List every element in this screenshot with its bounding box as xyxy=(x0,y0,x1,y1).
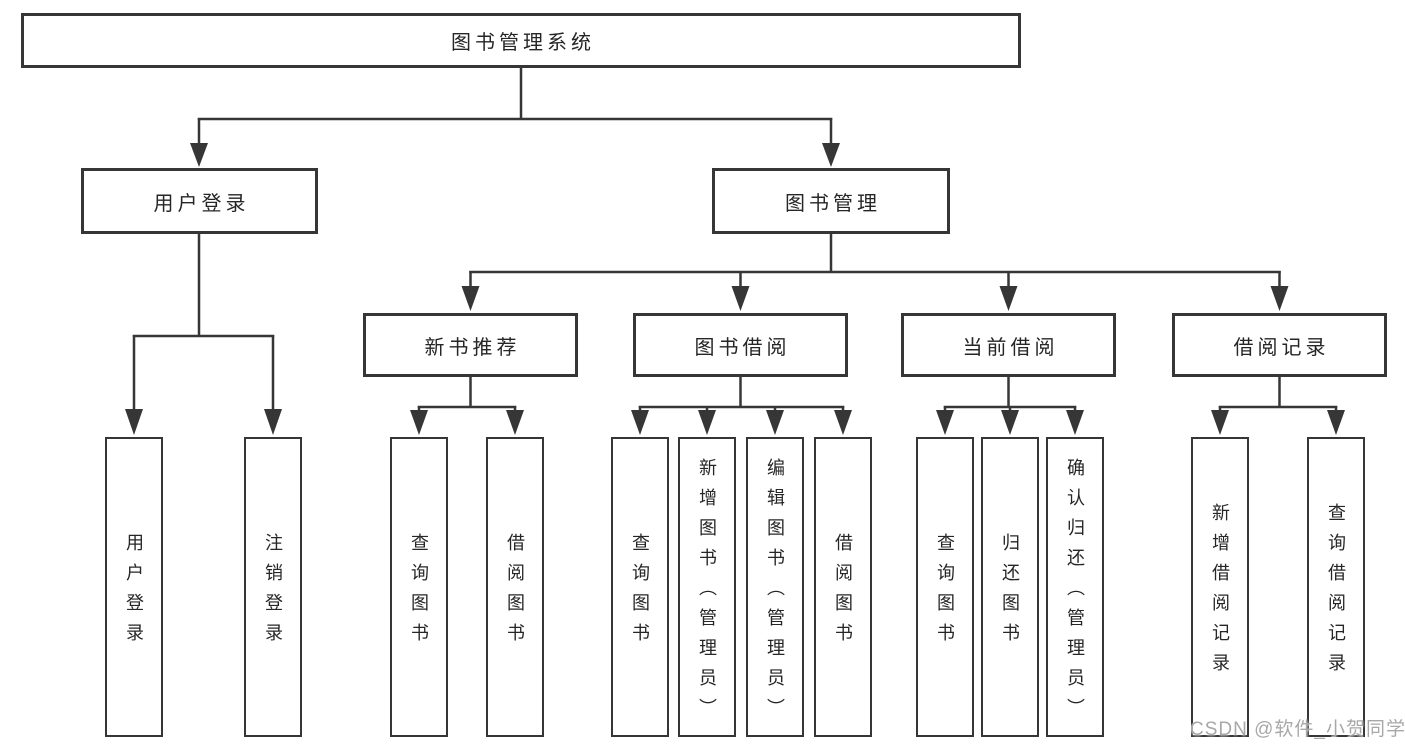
node-label: 用户登录 xyxy=(124,533,144,653)
node-label: 编辑图书（管理员） xyxy=(765,458,785,728)
node-label: 查询图书 xyxy=(409,533,429,653)
connector-records-split xyxy=(1211,377,1345,435)
node-leaf-add-borrow-record: 新增借阅记录 xyxy=(1191,437,1249,737)
node-leaf-edit-books-admin: 编辑图书（管理员） xyxy=(746,437,804,737)
connector-book-mgmt-split xyxy=(461,234,1289,311)
node-root: 图书管理系统 xyxy=(21,13,1021,68)
connector-root-split xyxy=(190,66,840,167)
connector-user-login-split xyxy=(125,234,282,435)
node-leaf-query-borrow-record: 查询借阅记录 xyxy=(1307,437,1365,737)
connector-current-split xyxy=(936,377,1084,435)
node-label: 查询借阅记录 xyxy=(1326,503,1346,683)
csdn-watermark: CSDN @软件_小贺同学 xyxy=(1190,719,1405,740)
node-leaf-query-books-rec: 查询图书 xyxy=(390,437,448,737)
connector-borrow-split xyxy=(631,377,852,435)
node-leaf-query-books-borrow: 查询图书 xyxy=(611,437,669,737)
node-leaf-query-books-current: 查询图书 xyxy=(916,437,974,737)
node-label: 归还图书 xyxy=(1000,533,1020,653)
node-borrowing-records: 借阅记录 xyxy=(1172,313,1387,377)
node-new-book-recommend: 新书推荐 xyxy=(363,313,578,377)
node-leaf-borrow-books: 借阅图书 xyxy=(814,437,872,737)
node-label: 借阅图书 xyxy=(505,533,525,653)
node-label: 确认归还（管理员） xyxy=(1065,458,1085,728)
node-label: 新增图书（管理员） xyxy=(697,458,717,728)
node-user-login: 用户登录 xyxy=(81,168,318,234)
node-label: 注销登录 xyxy=(263,533,283,653)
connector-new-rec-split xyxy=(410,377,524,435)
node-label: 查询图书 xyxy=(630,533,650,653)
node-label: 新增借阅记录 xyxy=(1210,503,1230,683)
node-leaf-borrow-books-rec: 借阅图书 xyxy=(486,437,544,737)
node-leaf-user-login: 用户登录 xyxy=(105,437,163,737)
node-label: 借阅图书 xyxy=(833,533,853,653)
node-leaf-add-books-admin: 新增图书（管理员） xyxy=(678,437,736,737)
node-label: 查询图书 xyxy=(935,533,955,653)
node-leaf-logout: 注销登录 xyxy=(244,437,302,737)
node-current-borrowing: 当前借阅 xyxy=(901,313,1116,377)
node-leaf-confirm-return-admin: 确认归还（管理员） xyxy=(1046,437,1104,737)
node-book-borrowing: 图书借阅 xyxy=(633,313,848,377)
node-book-management: 图书管理 xyxy=(712,168,950,234)
node-leaf-return-books: 归还图书 xyxy=(981,437,1039,737)
